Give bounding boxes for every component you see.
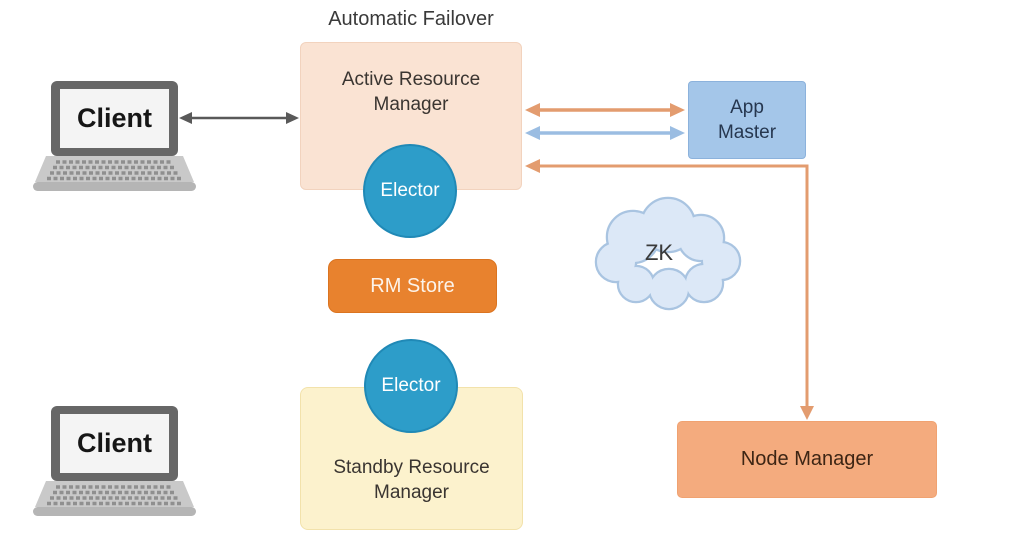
node-manager-label: Node Manager: [740, 448, 874, 471]
rm-store-box: RM Store: [328, 259, 497, 313]
standby-resource-manager-label: Standby Resource Manager: [333, 456, 490, 503]
active-rm-app-master-blue-arrow: [525, 126, 685, 140]
app-master-box: App Master: [688, 81, 806, 159]
arrowhead-down-icon: [800, 406, 814, 420]
zk-cloud-icon: [594, 196, 742, 311]
arrowhead-left-icon: [525, 126, 540, 140]
active-rm-app-master-orange-arrow: [525, 103, 685, 117]
client-active-rm-arrow: [179, 112, 299, 124]
arrowhead-left-icon: [525, 159, 540, 173]
active-resource-manager-label: Active Resource Manager: [341, 69, 481, 116]
elector-active-circle: Elector: [363, 144, 457, 238]
client-top-label: Client: [76, 102, 152, 133]
node-manager-box: Node Manager: [677, 421, 937, 498]
laptop-icon: [33, 81, 196, 191]
rm-store-label: RM Store: [370, 274, 455, 297]
elector-standby-label: Elector: [381, 375, 441, 397]
zk-label: ZK: [644, 240, 674, 265]
arrowhead-left-icon: [525, 103, 540, 117]
arrowhead-left-icon: [179, 112, 192, 124]
active-rm-node-manager-elbow-arrow: [525, 159, 814, 420]
diagram-title: Automatic Failover: [328, 8, 494, 30]
laptop-icon: [33, 406, 196, 516]
arrowhead-right-icon: [286, 112, 299, 124]
app-master-label: App Master: [717, 96, 777, 143]
arrowhead-right-icon: [670, 126, 685, 140]
client-bottom-label: Client: [76, 427, 152, 458]
elector-standby-circle: Elector: [364, 339, 458, 433]
elector-active-label: Elector: [380, 180, 440, 202]
arrowhead-right-icon: [670, 103, 685, 117]
cloud-fill: [597, 199, 739, 308]
